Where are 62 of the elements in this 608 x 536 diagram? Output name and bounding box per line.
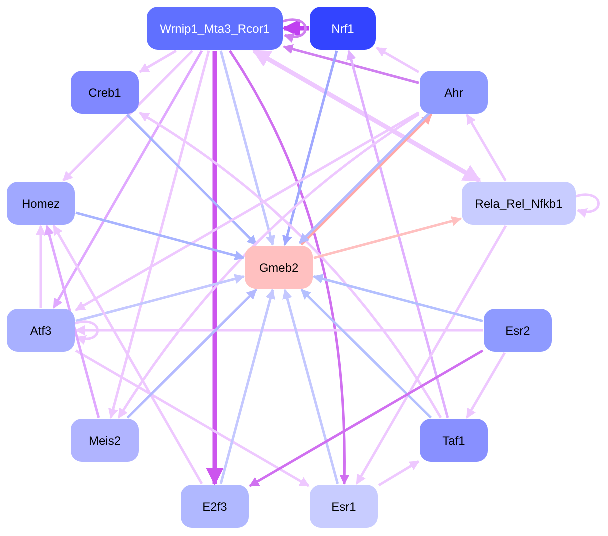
node-label: Rela_Rel_Nfkb1 — [475, 196, 563, 210]
arrow — [76, 212, 245, 261]
node-label: Homez — [22, 196, 60, 210]
arrow — [75, 326, 483, 336]
arrow — [282, 50, 338, 246]
arrow — [76, 274, 245, 322]
arrow — [466, 114, 507, 182]
node-box — [462, 182, 576, 225]
arrow — [314, 216, 462, 260]
node-label: Atf3 — [30, 324, 52, 338]
node-label: E2f3 — [202, 500, 228, 514]
arrow — [206, 51, 224, 486]
node-box — [181, 485, 249, 528]
arrow — [282, 18, 307, 42]
node-box — [310, 485, 378, 528]
node-label: Wrnip1_Mta3_Rcor1 — [160, 22, 270, 36]
node-box — [7, 182, 75, 225]
arrow — [249, 350, 484, 488]
arrow — [376, 47, 420, 74]
arrow — [378, 460, 420, 487]
arrow — [346, 50, 450, 418]
arrow — [108, 50, 210, 419]
arrow — [126, 114, 258, 246]
node-label: Esr1 — [332, 500, 356, 514]
arrow — [44, 225, 100, 418]
arrow — [466, 352, 506, 419]
arrow — [252, 49, 482, 183]
arrow — [220, 289, 276, 484]
node-label: Ahr — [444, 86, 464, 100]
node-label: Meis2 — [88, 434, 121, 448]
arrow — [52, 50, 204, 309]
node-box — [7, 309, 75, 352]
arrow — [62, 50, 194, 182]
arrow — [52, 225, 204, 485]
node-box — [310, 7, 376, 50]
node-box — [147, 7, 283, 50]
node-box — [420, 419, 488, 462]
node-label: Gmeb2 — [259, 260, 299, 274]
arrow — [139, 50, 177, 74]
arrow — [36, 225, 46, 308]
arrow — [356, 225, 508, 485]
arrow — [75, 350, 310, 488]
arrow — [313, 274, 484, 322]
arrow — [126, 289, 258, 419]
node-box — [71, 71, 139, 114]
node-label: Creb1 — [88, 86, 122, 100]
node-label: Nrf1 — [332, 22, 354, 36]
node-box — [71, 419, 139, 462]
arrow — [282, 289, 340, 484]
arrow — [283, 44, 420, 84]
arrow — [576, 194, 600, 218]
arrow — [75, 112, 420, 312]
node-box — [420, 71, 488, 114]
arrow — [229, 50, 350, 485]
arrow — [74, 320, 99, 344]
node-label: Esr2 — [506, 324, 530, 338]
arrow — [282, 20, 309, 38]
arrow — [300, 289, 432, 419]
arrow — [220, 50, 276, 246]
node-label: Taf1 — [442, 434, 466, 448]
node-box — [245, 246, 313, 289]
node-box — [484, 309, 552, 352]
